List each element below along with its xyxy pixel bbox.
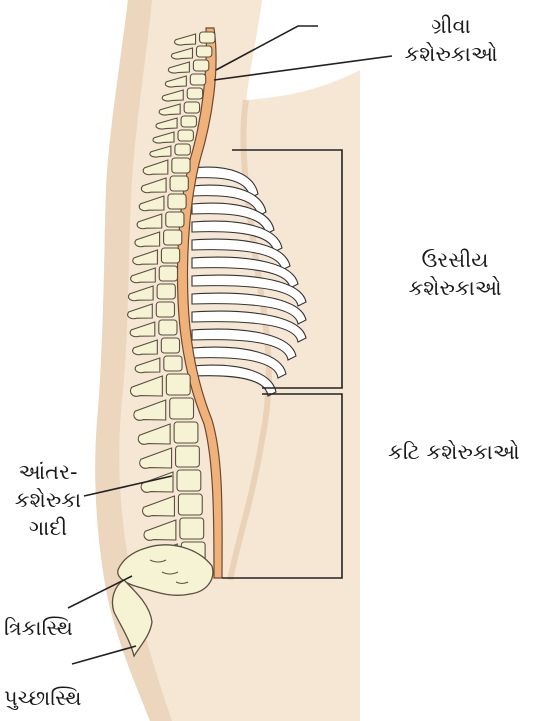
- lumbar-vertebrae-label: કટિ કશેરુકાઓ: [388, 438, 541, 466]
- vertebral-body: [181, 116, 196, 127]
- vertebral-body: [184, 102, 199, 113]
- vertebral-body: [175, 144, 190, 155]
- disc-label-line-2: કશેરુકા: [0, 486, 96, 514]
- vertebral-body: [176, 446, 200, 467]
- vertebral-body: [196, 46, 211, 57]
- cervical-vertebrae-label: ગ્રીવા કશેરુકાઓ: [376, 12, 526, 68]
- vertebral-body: [177, 470, 201, 491]
- sacrum-label: ત્રિકાસ્થિ: [4, 614, 73, 642]
- vertebral-body: [180, 518, 204, 539]
- intervertebral-disc-label: આંતર- કશેરુકા ગાદી: [0, 458, 96, 542]
- vertebral-body: [161, 338, 179, 353]
- vertebral-body: [200, 32, 215, 43]
- vertebral-body: [190, 74, 205, 85]
- vertebral-body: [159, 320, 177, 335]
- vertebral-body: [166, 374, 190, 395]
- vertebral-body: [178, 130, 193, 141]
- vertebral-body: [187, 88, 202, 99]
- vertebral-body: [157, 284, 175, 299]
- vertebral-body: [161, 248, 179, 263]
- vertebral-body: [170, 398, 194, 419]
- vertebral-body: [178, 494, 202, 515]
- vertebral-body: [164, 230, 182, 245]
- thoracic-label-line-2: કશેરુકાઓ: [380, 274, 530, 302]
- vertebral-body: [170, 176, 188, 191]
- vertebral-body: [156, 302, 174, 317]
- vertebral-body: [168, 194, 186, 209]
- vertebral-body: [166, 212, 184, 227]
- vertebral-body: [159, 266, 177, 281]
- thoracic-label-line-1: ઉરસીય: [380, 246, 530, 274]
- vertebral-body: [193, 60, 208, 71]
- vertebral-body: [164, 356, 182, 371]
- disc-label-line-1: આંતર-: [0, 458, 96, 486]
- cervical-label-line-2: કશેરુકાઓ: [376, 40, 526, 68]
- cervical-label-line-1: ગ્રીવા: [376, 12, 526, 40]
- coccyx-label: પુચ્છાસ્થિ: [4, 684, 82, 712]
- thoracic-vertebrae-label: ઉરસીય કશેરુકાઓ: [380, 246, 530, 302]
- disc-label-line-3: ગાદી: [0, 514, 96, 542]
- vertebral-body: [172, 158, 190, 173]
- vertebral-body: [174, 422, 198, 443]
